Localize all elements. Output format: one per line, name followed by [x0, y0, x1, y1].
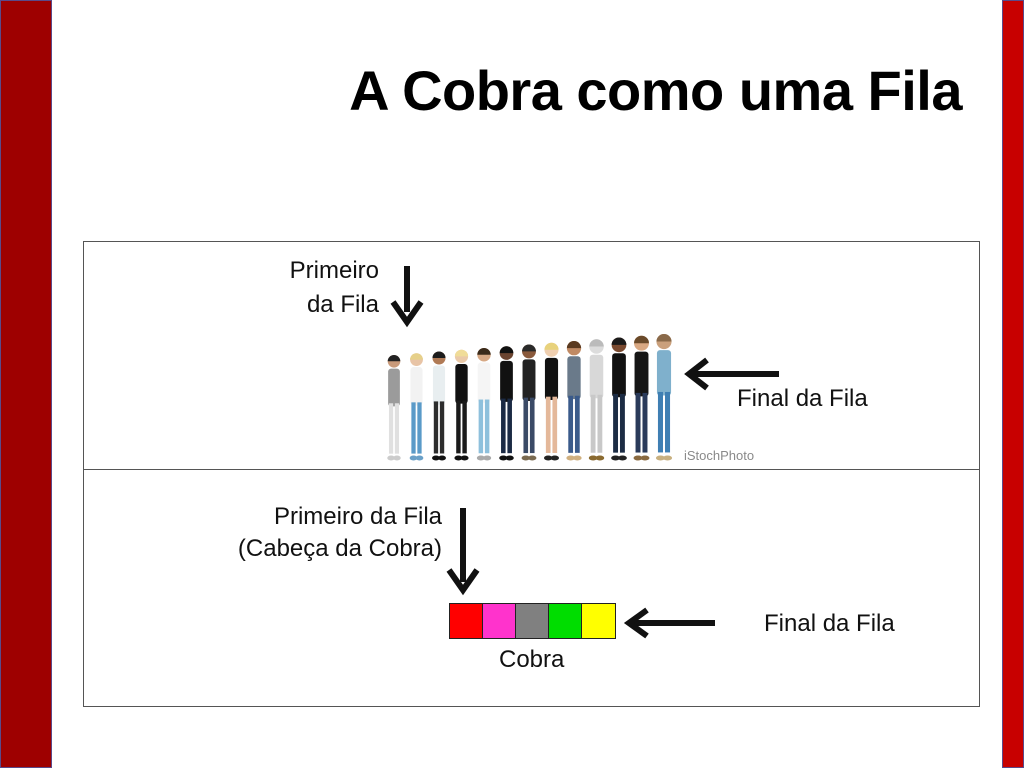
snake-first-arrow: [446, 508, 480, 596]
queue-person: [543, 342, 560, 461]
queue-person: [611, 337, 627, 461]
photo-last-label: Final da Fila: [737, 385, 868, 412]
snake-label: Cobra: [499, 646, 565, 673]
queue-people-image: [387, 334, 673, 461]
snake-segment-yellow: [582, 604, 615, 638]
photo-first-label-line1: Primeiro: [289, 257, 379, 284]
queue-person: [409, 353, 424, 461]
snake-segment-green: [549, 604, 582, 638]
snake-segment-red: [450, 604, 483, 638]
photo-credit: iStochPhoto: [684, 448, 755, 463]
queue-person: [588, 339, 605, 461]
snake-last-label: Final da Fila: [764, 610, 895, 637]
queue-person: [387, 355, 401, 461]
queue-person: [521, 344, 537, 461]
snake-segment-magenta: [483, 604, 516, 638]
snake-body: [449, 603, 616, 639]
figure-box: Primeiro da Fila iStochPhoto Final da Fi…: [83, 241, 980, 707]
queue-person: [633, 335, 650, 461]
photo-first-label-line2: da Fila: [306, 291, 379, 318]
photo-last-arrow: [684, 357, 779, 391]
queue-person: [566, 341, 582, 461]
photo-first-arrow: [390, 266, 424, 328]
queue-person: [454, 349, 469, 461]
slide-title: A Cobra como uma Fila: [349, 59, 962, 122]
snake-first-label-line1: Primeiro da Fila: [273, 503, 442, 530]
snake-first-label-line2: (Cabeça da Cobra): [237, 535, 442, 562]
panel-divider: [84, 469, 979, 470]
right-accent-bar: [1002, 0, 1024, 768]
queue-person: [476, 348, 492, 461]
snake-segment-gray: [516, 604, 549, 638]
queue-person: [655, 334, 673, 461]
snake-last-arrow: [623, 607, 715, 639]
queue-person: [432, 351, 446, 461]
queue-person: [499, 346, 514, 461]
left-accent-bar: [0, 0, 52, 768]
